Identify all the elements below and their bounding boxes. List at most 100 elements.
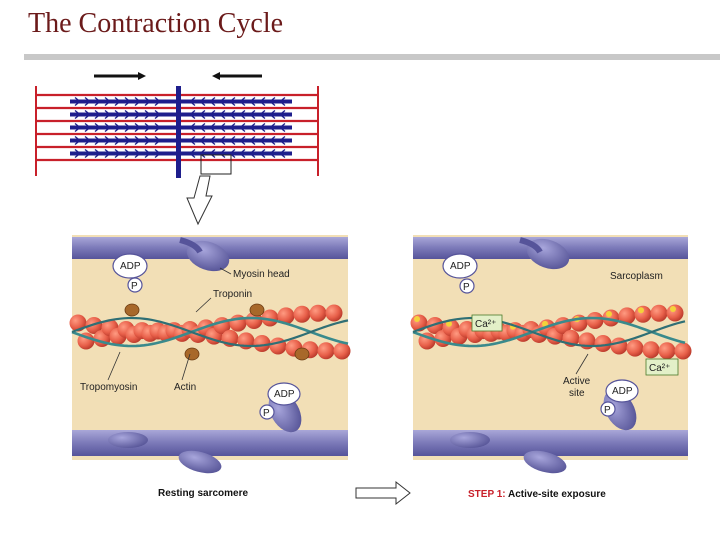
tropomyosin-strand (412, 316, 686, 348)
step-arrow (355, 480, 411, 506)
crossbridge-mark (229, 148, 236, 159)
calcium-box-2 (645, 358, 679, 376)
zoom-box (200, 154, 232, 175)
adp-label: ADP (120, 261, 141, 272)
crossbridge-mark (74, 109, 81, 120)
crossbridge-mark (189, 122, 196, 133)
actin-bead (618, 307, 636, 325)
crossbridge-mark (229, 135, 236, 146)
actin-bead (261, 309, 279, 327)
actin-bead (293, 305, 311, 323)
actin-bead (333, 342, 351, 360)
adp-bubble (112, 253, 148, 279)
crossbridge-mark (124, 135, 131, 146)
crossbridge-mark (259, 122, 266, 133)
tropomyosin-strand (71, 316, 349, 348)
crossbridge-mark (189, 135, 196, 146)
crossbridge-mark (229, 96, 236, 107)
crossbridge-mark (249, 122, 256, 133)
crossbridge-mark (144, 148, 151, 159)
crossbridge-mark (269, 109, 276, 120)
calcium-label-2: Ca²⁺ (649, 363, 670, 374)
myosin-head-4 (178, 450, 222, 474)
left-caption: Resting sarcomere (158, 488, 248, 499)
myosin-head-r3 (450, 432, 490, 448)
calcium-label-1: Ca²⁺ (475, 319, 496, 330)
m-line (176, 86, 181, 178)
phosphate-bubble-r2 (600, 401, 616, 417)
crossbridge-mark (199, 96, 206, 107)
crossbridge-mark (219, 109, 226, 120)
crossbridge-mark (229, 109, 236, 120)
crossbridge-mark (279, 135, 286, 146)
crossbridge-mark (259, 148, 266, 159)
phosphate-label-r2: P (604, 405, 611, 416)
active-site-leader (575, 353, 589, 375)
myosin-head-leader (219, 267, 232, 275)
troponin-complex (294, 347, 310, 361)
crossbridge-mark (154, 148, 161, 159)
myosin-head-3 (108, 432, 148, 448)
actin-bead (626, 339, 644, 357)
crossbridge-mark (154, 96, 161, 107)
crossbridge-mark (249, 135, 256, 146)
actin-bead (642, 341, 660, 359)
crossbridge-mark (124, 109, 131, 120)
crossbridge-mark (134, 122, 141, 133)
crossbridge-mark (229, 122, 236, 133)
crossbridge-mark (144, 135, 151, 146)
right-caption: STEP 1: Active-site exposure (468, 489, 606, 500)
crossbridge-mark (269, 122, 276, 133)
crossbridge-mark (144, 96, 151, 107)
actin-bead (594, 335, 612, 353)
thin-filament-2 (410, 304, 692, 360)
crossbridge-mark (279, 148, 286, 159)
actin-bead (674, 342, 692, 360)
actin-bead (85, 317, 103, 335)
myosin-head-r4 (523, 450, 567, 474)
troponin-complex (184, 347, 200, 361)
crossbridge-mark (84, 96, 91, 107)
tropomyosin-strand (71, 316, 349, 348)
actin-bead (426, 317, 444, 335)
step-title: Active-site exposure (506, 489, 607, 500)
crossbridge-mark (259, 109, 266, 120)
active-site-mark (670, 306, 676, 313)
crossbridge-mark (239, 96, 246, 107)
troponin-complex (249, 303, 265, 317)
myosin-neck (179, 237, 203, 254)
crossbridge-mark (84, 109, 91, 120)
troponin-leader (195, 297, 212, 313)
crossbridge-mark (199, 109, 206, 120)
adp-bubble-2 (267, 382, 301, 406)
crossbridge-mark (94, 122, 101, 133)
crossbridge-mark (219, 122, 226, 133)
crossbridge-mark (74, 135, 81, 146)
crossbridge-mark (104, 135, 111, 146)
title-divider (24, 54, 720, 60)
active-site-mark (542, 320, 548, 327)
crossbridge-mark (219, 96, 226, 107)
adp-bubble-r (442, 253, 478, 279)
crossbridge-mark (94, 109, 101, 120)
crossbridge-mark (94, 96, 101, 107)
crossbridge-mark (209, 96, 216, 107)
actin-bead (253, 335, 271, 353)
active-site-mark (606, 311, 612, 318)
crossbridge-mark (84, 135, 91, 146)
actin-bead (650, 304, 668, 322)
crossbridge-mark (239, 135, 246, 146)
crossbridge-mark (154, 122, 161, 133)
crossbridge-mark (124, 122, 131, 133)
phosphate-label-r: P (463, 282, 470, 293)
step-number: STEP 1: (468, 489, 506, 500)
myosin-head-label: Myosin head (233, 269, 290, 280)
crossbridge-mark (124, 148, 131, 159)
crossbridge-mark (94, 135, 101, 146)
crossbridge-mark (209, 109, 216, 120)
crossbridge-mark (199, 122, 206, 133)
crossbridge-mark (84, 122, 91, 133)
troponin-complex (124, 303, 140, 317)
crossbridge-mark (259, 96, 266, 107)
crossbridge-mark (114, 109, 121, 120)
